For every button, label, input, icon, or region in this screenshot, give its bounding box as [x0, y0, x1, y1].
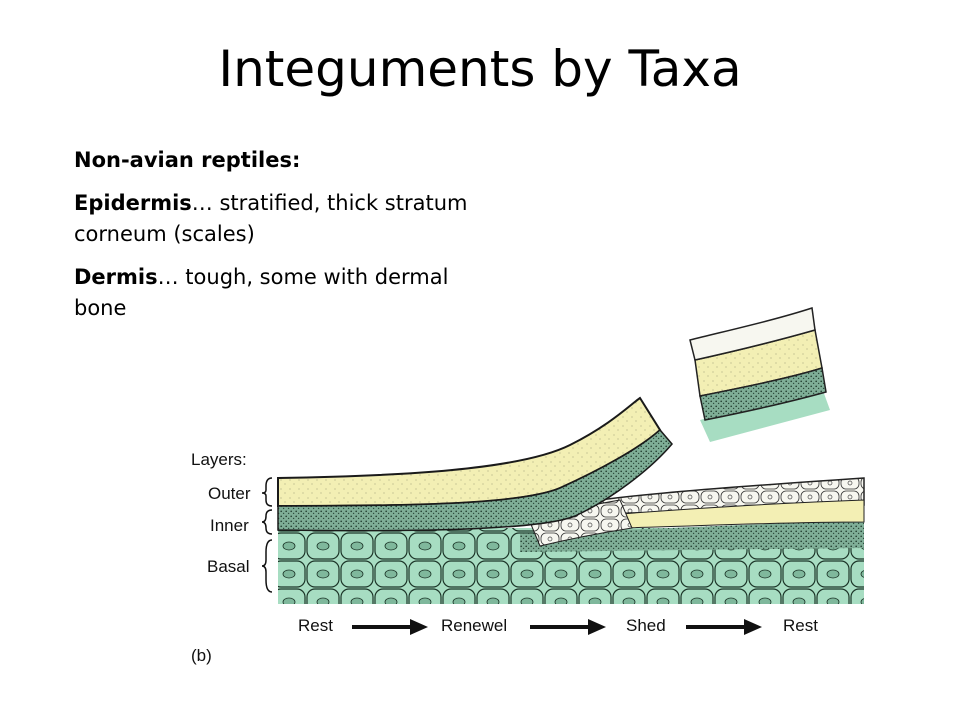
dermis-term: Dermis: [74, 265, 158, 289]
inner-layer: [277, 428, 673, 532]
stage-shed: Shed: [626, 616, 666, 635]
basal-brace: [261, 539, 273, 593]
shed-skin-fragment: [689, 307, 830, 442]
layers-title: Layers:: [191, 450, 247, 469]
epidermis-term: Epidermis: [74, 191, 192, 215]
new-outer-layer: [619, 499, 865, 529]
inner-label: Inner: [210, 516, 249, 535]
panel-label: (b): [191, 646, 212, 665]
stage-renewel: Renewel: [441, 616, 507, 635]
text-block: Non-avian reptiles: Epidermis… stratifie…: [74, 145, 474, 336]
basal-label: Basal: [207, 557, 250, 576]
section-heading: Non-avian reptiles:: [74, 148, 301, 172]
slide-title: Integuments by Taxa: [218, 40, 742, 98]
arrow-1: [352, 619, 428, 635]
arrow-2: [530, 619, 606, 635]
stage-rest-1: Rest: [298, 616, 333, 635]
dermis-paragraph: Dermis… tough, some with dermal bone: [74, 262, 474, 324]
inner-layer-right: [520, 520, 864, 552]
dermis-text: … tough, some with dermal bone: [74, 265, 449, 320]
outer-brace: [261, 477, 273, 507]
outer-label: Outer: [208, 484, 251, 503]
stage-rest-2: Rest: [783, 616, 818, 635]
epidermis-text: … stratified, thick stratum corneum (sca…: [74, 191, 468, 246]
arrow-3: [686, 619, 762, 635]
inner-brace: [261, 509, 273, 535]
epidermis-paragraph: Epidermis… stratified, thick stratum cor…: [74, 188, 474, 250]
